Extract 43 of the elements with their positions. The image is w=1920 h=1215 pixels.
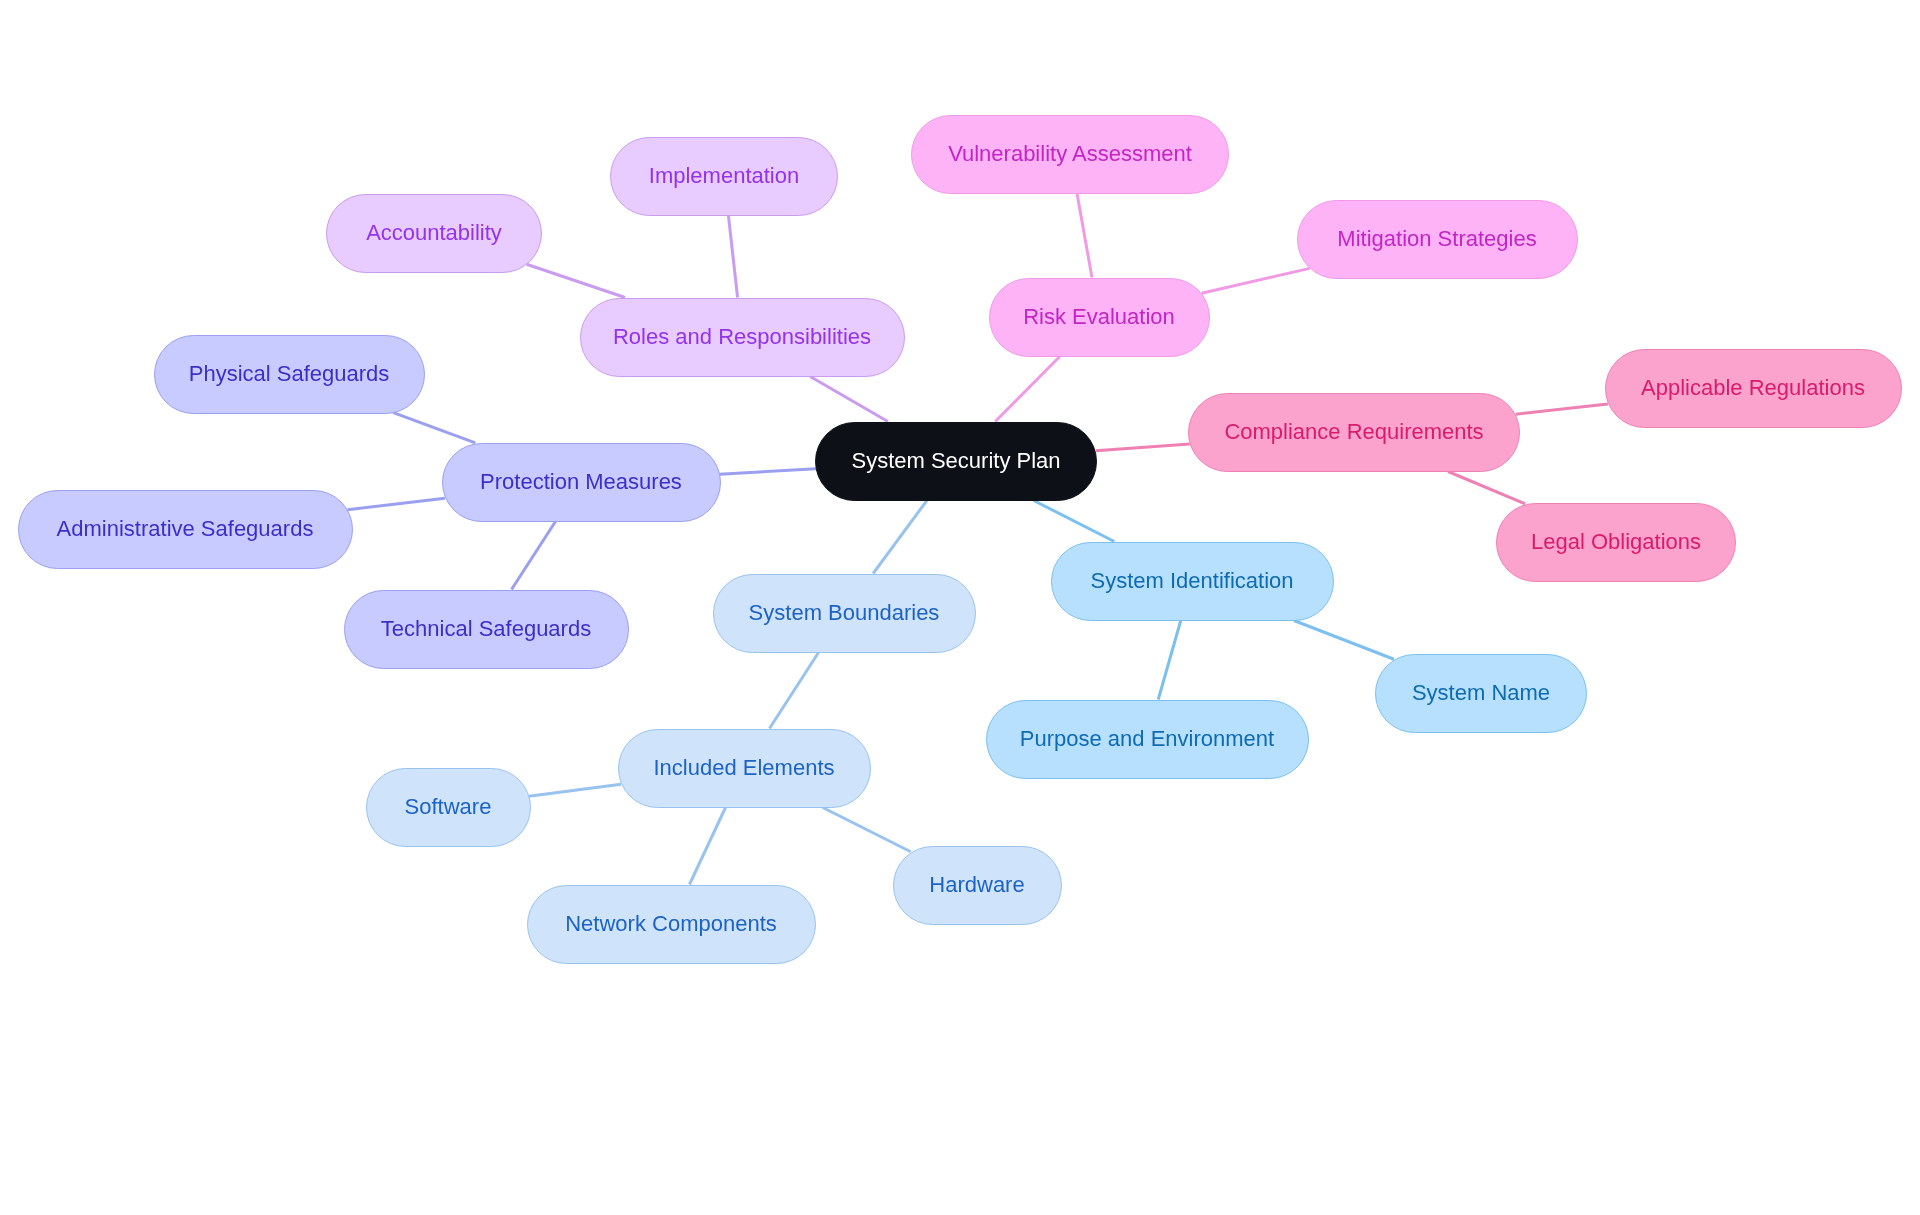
subtopic-node: Software — [365, 767, 531, 847]
branch-topic-node: System Identification — [1050, 541, 1334, 621]
subtopic-node: Administrative Safeguards — [17, 489, 353, 569]
connector-line — [994, 355, 1061, 423]
connector-line — [809, 375, 889, 423]
subtopic-node: Purpose and Environment — [985, 699, 1309, 779]
connector-line — [1447, 470, 1526, 506]
connector-line — [871, 499, 929, 575]
connector-line — [822, 806, 912, 854]
branch-topic-node: Protection Measures — [441, 442, 721, 522]
connector-line — [1075, 193, 1094, 278]
branch-topic-node: System Boundaries — [712, 573, 976, 653]
connector-line — [1033, 499, 1115, 543]
connector-line — [347, 496, 446, 512]
connector-line — [719, 467, 816, 476]
connector-line — [1156, 620, 1183, 700]
subtopic-node: Mitigation Strategies — [1296, 199, 1578, 279]
subtopic-node: Accountability — [326, 193, 542, 273]
central-topic-node: System Security Plan — [815, 421, 1097, 501]
subtopic-node: Network Components — [526, 884, 816, 964]
subtopic-node: Technical Safeguards — [343, 589, 629, 669]
connector-line — [768, 651, 820, 730]
connector-line — [392, 411, 476, 445]
connector-line — [1293, 619, 1395, 661]
connector-line — [726, 215, 740, 298]
connector-line — [688, 806, 727, 886]
subtopic-node: System Name — [1375, 653, 1587, 733]
subtopic-node: Included Elements — [617, 728, 871, 808]
branch-topic-node: Roles and Responsibilities — [579, 297, 905, 377]
subtopic-node: Physical Safeguards — [153, 334, 425, 414]
connector-line — [1201, 266, 1310, 295]
connector-line — [510, 520, 557, 591]
connector-line — [1515, 402, 1609, 416]
branch-topic-node: Risk Evaluation — [988, 277, 1210, 357]
subtopic-node: Hardware — [892, 845, 1062, 925]
connector-line — [528, 782, 622, 798]
branch-topic-node: Compliance Requirements — [1188, 392, 1520, 472]
subtopic-node: Vulnerability Assessment — [911, 114, 1229, 194]
connector-line — [1095, 442, 1190, 453]
subtopic-node: Implementation — [610, 136, 838, 216]
subtopic-node: Applicable Regulations — [1604, 348, 1902, 428]
subtopic-node: Legal Obligations — [1496, 502, 1736, 582]
connector-line — [526, 262, 626, 299]
